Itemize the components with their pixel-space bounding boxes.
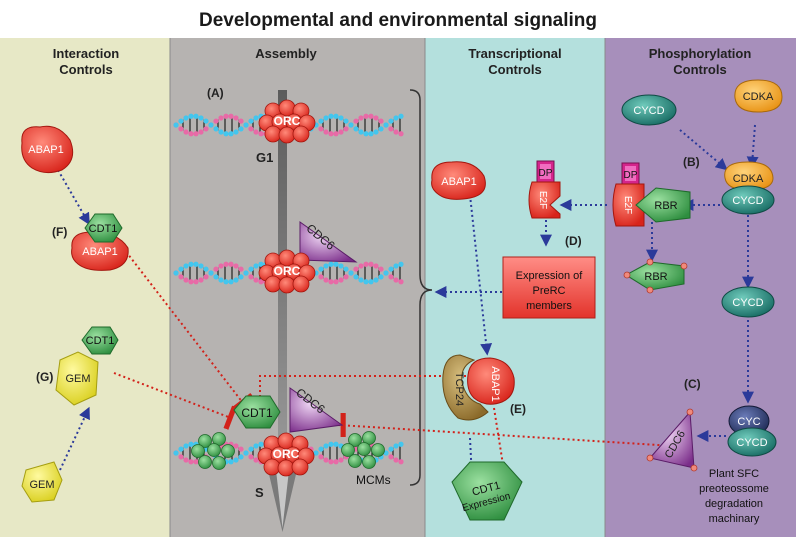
cdt1-assembly-label: CDT1: [241, 406, 273, 420]
transcriptional-header-line2: Controls: [488, 62, 541, 77]
expression-line1: Expression of: [516, 270, 584, 282]
dp-e2f-rbr-complex: DP E2F RBR: [612, 162, 691, 227]
diagram-title: Developmental and environmental signalin…: [199, 10, 597, 31]
abap1-transcriptional: ABAP1: [431, 161, 486, 200]
cdka-complex-label: CDKA: [733, 173, 764, 185]
interaction-header-line2: Controls: [59, 62, 112, 77]
abap1-cdt1-complex: ABAP1 CDT1: [71, 213, 129, 271]
degradation-line4: machinary: [709, 513, 760, 525]
assembly-header: Assembly: [255, 46, 317, 61]
cdka-cycd-complex: CDKA CYCD: [721, 161, 775, 215]
dp-label-phospho: DP: [624, 170, 638, 181]
interaction-header-line1: Interaction: [53, 46, 120, 61]
orc-complex-mid: [258, 249, 316, 294]
abap1-transcriptional-label: ABAP1: [441, 176, 476, 188]
dp-e2f-complex-transcriptional: DP E2F: [528, 160, 561, 219]
e2f-label-transcriptional: E2F: [537, 191, 548, 209]
cdt1-assembly: CDT1: [233, 395, 281, 429]
cycd-middle: CYCD: [721, 286, 775, 318]
cycd-complex-label: CYCD: [732, 195, 763, 207]
interaction-column: [0, 38, 170, 537]
degradation-line2: preoteossome: [699, 483, 769, 495]
cyc-label: CYC: [737, 416, 760, 428]
panel-f-label: (F): [52, 225, 67, 239]
cdt1-gem-label: CDT1: [86, 335, 115, 347]
panel-e-label: (E): [510, 402, 526, 416]
expression-line3: members: [526, 300, 572, 312]
gem-protein-free: GEM: [21, 461, 63, 503]
panel-g-label: (G): [36, 370, 53, 384]
cyc-cycd-complex: CYC CYCD: [727, 405, 777, 457]
cdka-top-label: CDKA: [743, 91, 774, 103]
tcp24-label: TCP24: [453, 372, 465, 406]
transcriptional-header-line1: Transcriptional: [468, 46, 561, 61]
rbr-free-label: RBR: [644, 271, 667, 283]
cycd-middle-label: CYCD: [732, 297, 763, 309]
cdt1-complex-label: CDT1: [89, 223, 118, 235]
expression-line2: PreRC: [532, 285, 565, 297]
orc-s-label: ORC: [273, 447, 300, 461]
phosphorylation-header-line1: Phosphorylation: [649, 46, 752, 61]
abap1-label: ABAP1: [28, 144, 63, 156]
prerc-brace: [409, 89, 433, 486]
cdt1-expression: CDT1 Expression: [451, 461, 523, 521]
orc-g1-label: ORC: [274, 114, 301, 128]
orc-complex-g1: [258, 99, 316, 144]
cycd-bottom-label: CYCD: [736, 437, 767, 449]
panel-b-label: (B): [683, 155, 700, 169]
abap1-complex-label: ABAP1: [82, 246, 117, 258]
degradation-line1: Plant SFC: [709, 468, 759, 480]
tcp24-abap1-complex: TCP24 ABAP1: [442, 354, 515, 421]
rbr-complex-label: RBR: [654, 200, 677, 212]
cdka-top: CDKA: [734, 79, 783, 113]
panel-a-label: (A): [207, 86, 224, 100]
degradation-line3: degradation: [705, 498, 763, 510]
mcms-label: MCMs: [356, 473, 391, 487]
gem-cdt1-complex: GEM CDT1: [55, 326, 119, 406]
mcm-cluster-left: [191, 432, 235, 470]
cycd-top-label: CYCD: [633, 105, 664, 117]
abap1-protein-free: ABAP1: [21, 125, 74, 174]
phosphorylation-header-line2: Controls: [673, 62, 726, 77]
e2f-label-phospho: E2F: [622, 196, 633, 214]
gem-complex-label: GEM: [65, 373, 90, 385]
gem-free-label: GEM: [29, 479, 54, 491]
abap1-tcp24-label: ABAP1: [489, 366, 501, 401]
panel-c-label: (C): [684, 377, 701, 391]
g1-label: G1: [256, 150, 273, 165]
rbr-phosphorylated: RBR: [623, 258, 688, 294]
dp-label-transcriptional: DP: [539, 168, 553, 179]
mcm-cluster-right: [341, 431, 385, 469]
panel-d-label: (D): [565, 234, 582, 248]
orc-mid-label: ORC: [274, 264, 301, 278]
orc-complex-s: [257, 432, 315, 477]
prerc-expression-box: Expression of PreRC members: [502, 256, 596, 319]
cycd-top: CYCD: [621, 94, 677, 126]
s-phase-label: S: [255, 485, 264, 500]
